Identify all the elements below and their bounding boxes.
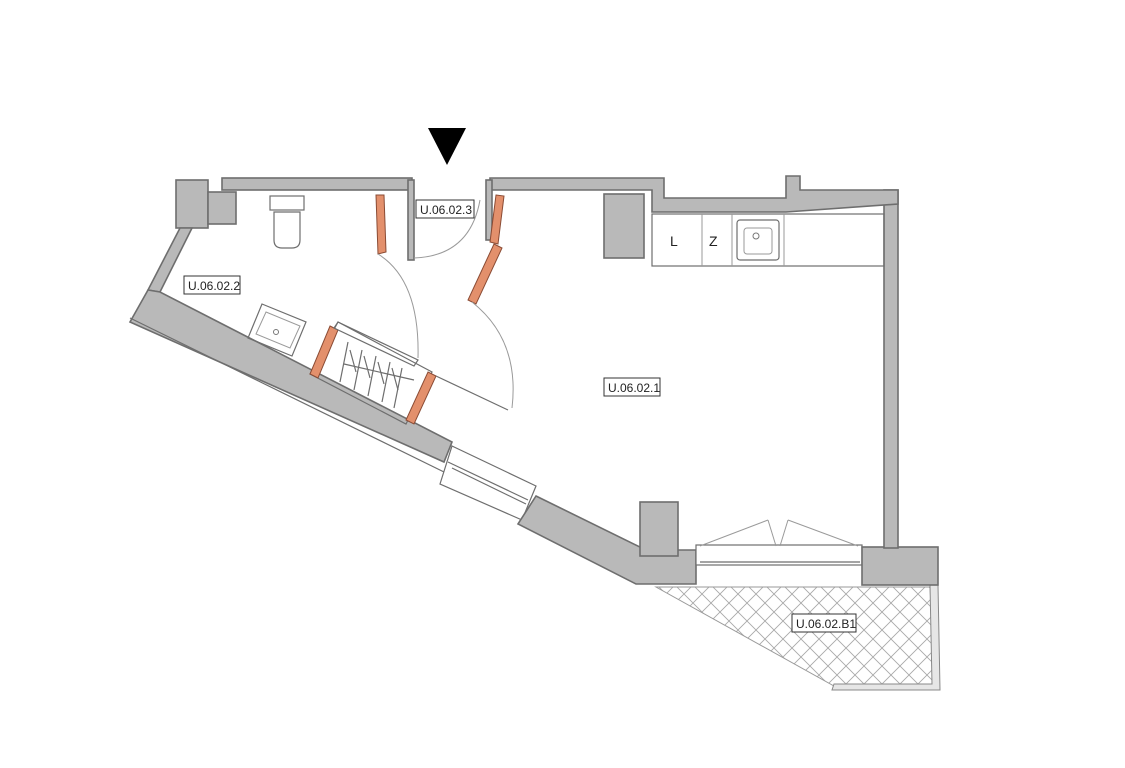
room-label-main: U.06.02.1	[603, 377, 661, 397]
corner-pillar-inner	[207, 191, 237, 225]
sink-basin-icon	[743, 227, 773, 255]
balcony-door-swing-d	[787, 519, 859, 547]
bathroom-door-swing	[377, 253, 419, 359]
partition-wall-main	[435, 375, 509, 411]
washbasin-bowl-icon	[255, 311, 301, 349]
balcony-door-swing-c	[779, 519, 789, 547]
kitchen-freezer-label: Z	[709, 233, 718, 249]
diagonal-wall-1-outline	[129, 317, 445, 473]
window-diagonal-pane-2	[451, 467, 527, 505]
window-diagonal-pane	[447, 461, 529, 501]
entrance-door-leaf-lower[interactable]	[467, 243, 503, 305]
window-diagonal	[439, 445, 537, 521]
svg-text:U.06.02.B1: U.06.02.B1	[796, 617, 856, 631]
closet-door-leaf-left[interactable]	[309, 325, 339, 379]
washbasin-drain-icon	[273, 329, 279, 335]
kitchen-column	[603, 193, 645, 259]
partition-wall-bath	[333, 321, 419, 367]
lower-right-wall	[861, 546, 939, 586]
washbasin-icon	[247, 303, 307, 357]
closet-door-leaf-right[interactable]	[405, 371, 437, 425]
entry-door-swing	[413, 199, 481, 259]
room-label-balcony: U.06.02.B1	[791, 613, 857, 633]
kitchen-counter	[651, 213, 885, 267]
room-label-bathroom: U.06.02.2	[183, 275, 241, 295]
sink-drain-icon	[752, 232, 760, 240]
sink-icon	[736, 219, 780, 261]
kitchen-fridge-label: L	[670, 233, 678, 249]
entrance-door-swing	[471, 301, 514, 409]
top-wall-left	[221, 177, 413, 191]
toilet-tank-icon	[269, 195, 305, 211]
top-wall-right	[489, 175, 899, 213]
corner-pillar	[175, 179, 209, 229]
entrance-door-leaf-upper[interactable]	[489, 194, 505, 245]
bathroom-door-leaf[interactable]	[375, 194, 387, 255]
entrance-wall-left	[407, 179, 415, 261]
balcony-floor	[654, 586, 937, 689]
diagonal-wall-1	[128, 289, 454, 464]
svg-text:U.06.02.1: U.06.02.1	[608, 381, 660, 395]
balcony-door-swing-a	[699, 519, 769, 547]
column-near-balcony	[639, 501, 679, 557]
svg-text:U.06.02.2: U.06.02.2	[188, 279, 240, 293]
closet-hangers	[339, 341, 415, 409]
entrance-arrow-icon	[428, 128, 466, 165]
toilet-bowl-icon	[273, 211, 301, 249]
balcony-door-swing-b	[767, 519, 777, 547]
right-wall	[883, 189, 899, 549]
room-label-entrance: U.06.02.3	[415, 199, 475, 219]
entrance-wall-right	[485, 179, 493, 241]
svg-text:U.06.02.3: U.06.02.3	[420, 203, 472, 217]
